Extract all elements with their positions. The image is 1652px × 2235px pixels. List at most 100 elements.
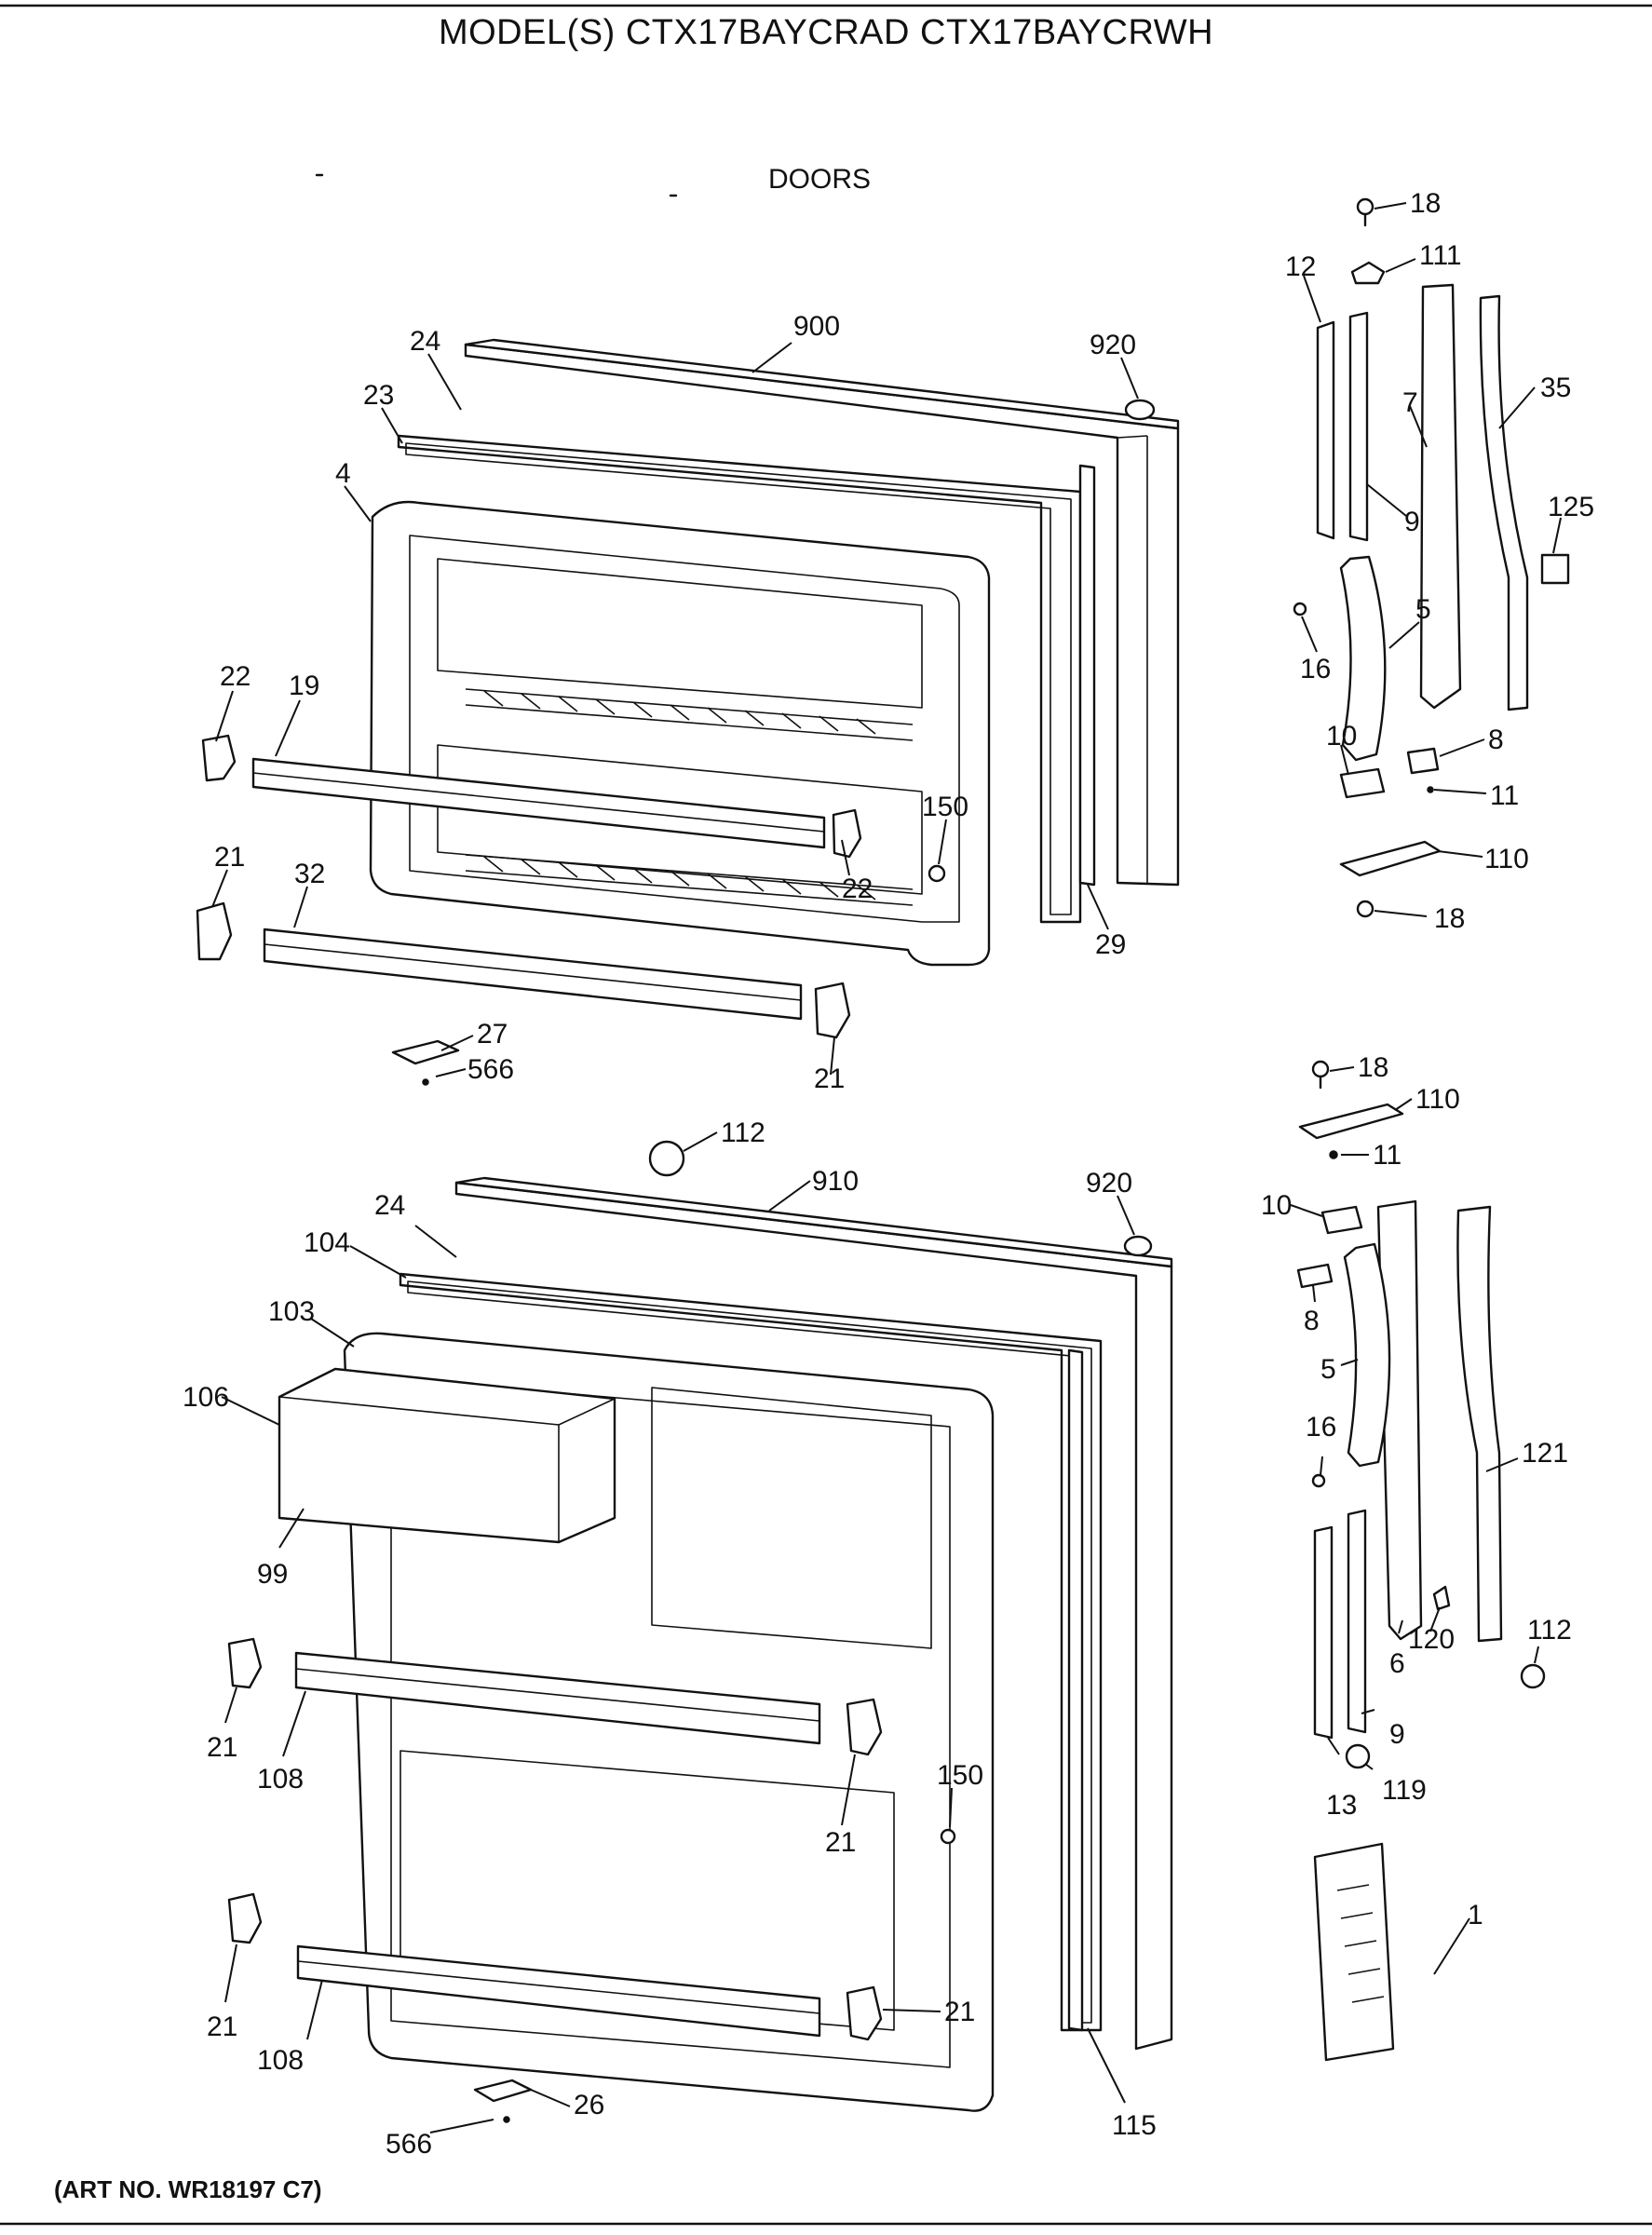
- handle-5-lower: [1343, 1242, 1391, 1468]
- hinge-bracket-10-upper: [1339, 767, 1386, 799]
- callout-104: 104: [304, 1227, 350, 1258]
- callout-150-upper: 150: [922, 792, 968, 822]
- hinge-bracket-10-lower: [1320, 1205, 1363, 1235]
- callout-920: 920: [1090, 330, 1136, 360]
- hinge-support-9-lower: [1347, 1509, 1367, 1734]
- callout-8-lower: 8: [1304, 1306, 1320, 1336]
- callout-9-lower: 9: [1389, 1719, 1405, 1750]
- trim-strip-12: [1316, 320, 1335, 540]
- hinge-bracket-8-lower: [1296, 1263, 1334, 1289]
- shelf-end-cap-22-left: [201, 734, 237, 782]
- hinge-plate-27: [391, 1039, 460, 1065]
- callout-5-upper: 5: [1415, 594, 1431, 625]
- callout-32: 32: [294, 859, 325, 889]
- callout-1: 1: [1468, 1900, 1483, 1930]
- callout-22-left: 22: [220, 661, 251, 692]
- callout-10-upper: 10: [1326, 721, 1357, 752]
- handle-trim-121: [1456, 1205, 1503, 1643]
- hinge-support-9: [1348, 311, 1369, 542]
- callout-29: 29: [1095, 929, 1126, 960]
- callout-111: 111: [1419, 240, 1462, 271]
- callout-9-upper: 9: [1404, 507, 1420, 537]
- cap-112: [648, 1140, 685, 1177]
- callout-110-upper: 110: [1484, 844, 1529, 874]
- callout-10-lower: 10: [1261, 1190, 1292, 1221]
- hinge-bracket-8-upper: [1406, 747, 1440, 775]
- callout-18-lower: 18: [1358, 1052, 1388, 1083]
- callout-900: 900: [793, 311, 840, 342]
- callout-110-lower: 110: [1415, 1084, 1460, 1115]
- hinge-plate-26: [473, 2079, 533, 2103]
- callout-16-upper: 16: [1300, 654, 1331, 684]
- shelf-end-cap-21-left: [196, 901, 233, 961]
- fresh-food-shelf-bar-upper: [294, 1651, 821, 1745]
- callout-108-upper: 108: [257, 1764, 304, 1795]
- freezer-hinge-parts: [1293, 197, 1570, 918]
- freezer-shelf-bar-upper: [251, 757, 826, 849]
- door-handle-6: [1376, 1199, 1423, 1641]
- shelf-end-cap-21-right: [814, 982, 851, 1039]
- freezer-shelf-bar-lower: [263, 928, 803, 1021]
- shelf-end-cap-21-a: [227, 1637, 263, 1689]
- callout-24-lower: 24: [374, 1190, 405, 1221]
- screw-150-lower: [940, 1828, 956, 1845]
- callout-120: 120: [1408, 1624, 1455, 1655]
- art-number: (ART NO. WR18197 C7): [54, 2175, 322, 2203]
- fresh-food-hinge-parts: [1296, 1060, 1546, 2062]
- callout-115: 115: [1112, 2110, 1157, 2141]
- shelf-end-cap-21-d: [846, 1985, 883, 2041]
- screw-120: [1432, 1585, 1451, 1611]
- callout-18-top: 18: [1410, 188, 1441, 219]
- callout-566-upper: 566: [467, 1054, 514, 1085]
- shelf-end-cap-22-right: [832, 808, 862, 859]
- callout-labels: 24 900 920 23 4 22 19 150 22 21 32 29 27…: [183, 188, 1594, 2160]
- leader-lines: [211, 202, 1562, 2133]
- model-title: MODEL(S) CTX17BAYCRAD CTX17BAYCRWH: [438, 13, 1214, 52]
- callout-99: 99: [257, 1559, 288, 1590]
- callout-5-lower: 5: [1320, 1354, 1336, 1385]
- callout-125: 125: [1548, 492, 1594, 522]
- callout-19: 19: [289, 670, 319, 701]
- dairy-door: [278, 1367, 616, 1544]
- end-cap-125: [1540, 553, 1570, 585]
- callout-11-lower: 11: [1373, 1140, 1401, 1171]
- shelf-end-cap-21-b: [846, 1698, 883, 1756]
- hinge-pin-119: [1345, 1743, 1371, 1769]
- owners-manual-1: [1313, 1842, 1395, 2062]
- callout-8-upper: 8: [1488, 725, 1504, 755]
- freezer-door-assembly: [196, 338, 1180, 1086]
- callout-27: 27: [477, 1019, 508, 1050]
- callout-18-mid: 18: [1434, 903, 1465, 934]
- callout-21-c: 21: [207, 2012, 237, 2042]
- callout-12: 12: [1285, 251, 1316, 282]
- fresh-food-shelf-bar-lower: [296, 1944, 821, 2038]
- callout-106: 106: [183, 1382, 229, 1413]
- callout-26: 26: [574, 2090, 604, 2120]
- callout-121: 121: [1522, 1438, 1568, 1469]
- freezer-door-liner: [369, 500, 991, 967]
- screw-150: [928, 864, 946, 883]
- callout-21-a: 21: [207, 1732, 237, 1763]
- callout-112: 112: [721, 1118, 765, 1148]
- handle-trim-35: [1479, 294, 1529, 711]
- trim-strip-13: [1313, 1525, 1334, 1740]
- callout-119: 119: [1382, 1775, 1427, 1806]
- cap-112-small: [1520, 1663, 1546, 1689]
- plug-920-lower: [1123, 1235, 1153, 1257]
- callout-13: 13: [1326, 1790, 1357, 1821]
- callout-108-lower: 108: [257, 2045, 304, 2076]
- callout-11-upper: 11: [1490, 780, 1519, 811]
- callout-16-lower: 16: [1306, 1412, 1336, 1443]
- callout-23: 23: [363, 380, 394, 411]
- callout-112-right: 112: [1527, 1615, 1572, 1646]
- callout-7: 7: [1402, 387, 1418, 418]
- plug-920-upper: [1124, 399, 1156, 421]
- callout-21-d: 21: [944, 1997, 975, 2027]
- hinge-part-111: [1350, 261, 1386, 285]
- callout-4: 4: [335, 458, 351, 489]
- callout-24: 24: [410, 326, 440, 357]
- fresh-food-door-assembly: [227, 1140, 1173, 2123]
- fresh-food-gasket: [399, 1272, 1103, 2032]
